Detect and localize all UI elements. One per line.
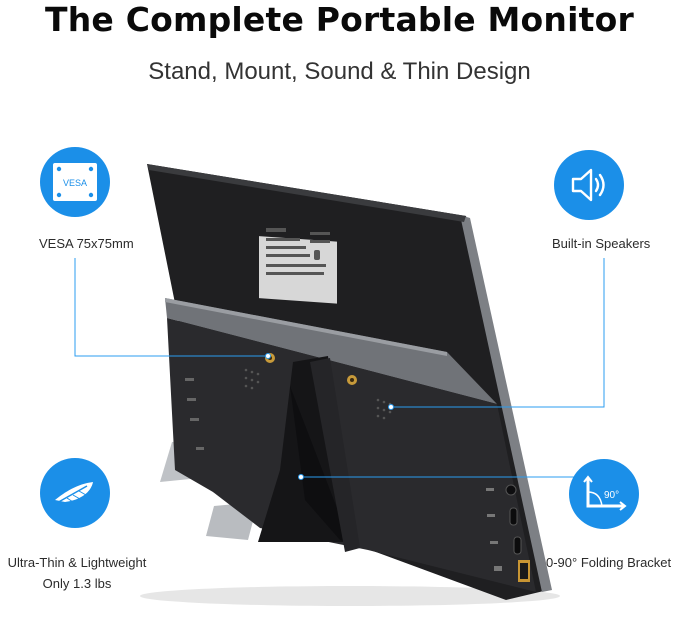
speaker-label: Built-in Speakers xyxy=(552,236,651,251)
thin-feature-circle xyxy=(40,458,110,528)
ports xyxy=(486,484,530,582)
bracket-angle-text: 90° xyxy=(604,490,619,501)
vesa-mount-icon: VESA xyxy=(53,163,97,201)
angle-bracket-icon: 90° xyxy=(583,475,627,511)
thin-label-line1: Ultra-Thin & Lightweight xyxy=(7,555,147,570)
bracket-label: 0-90° Folding Bracket xyxy=(546,555,672,570)
feather-icon xyxy=(54,482,93,505)
mount-band xyxy=(165,298,497,404)
vesa-feature-circle: VESA xyxy=(40,147,110,217)
thin-label-line2: Only 1.3 lbs xyxy=(42,576,112,591)
speaker-feature-circle xyxy=(554,150,624,220)
vesa-label: VESA 75x75mm xyxy=(39,236,134,251)
speaker-icon xyxy=(571,168,605,202)
bracket-feature-circle: 90° xyxy=(569,459,639,529)
vesa-badge-text: VESA xyxy=(63,178,87,188)
page-title: The Complete Portable Monitor xyxy=(45,0,634,39)
page-subtitle: Stand, Mount, Sound & Thin Design xyxy=(148,58,531,85)
